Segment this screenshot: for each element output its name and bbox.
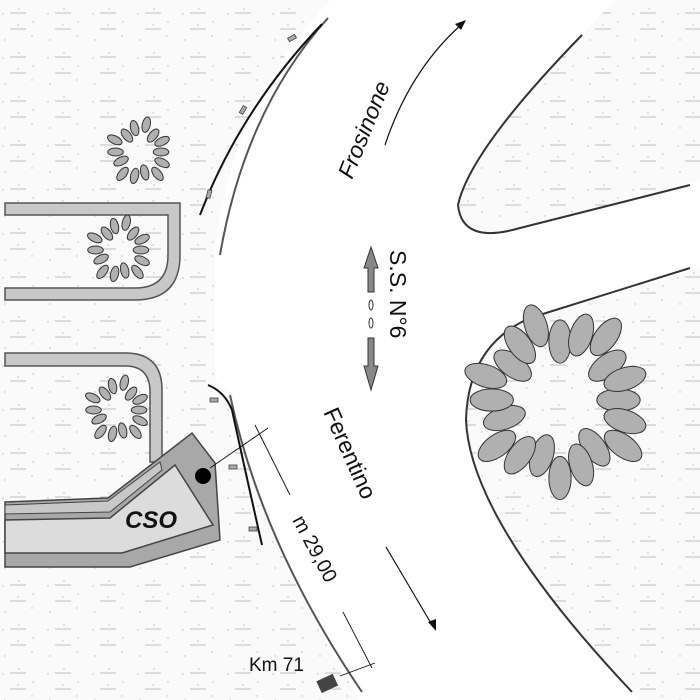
tree-icon [464,304,647,501]
tree-icon [107,116,170,185]
road-surface [215,0,700,700]
km-marker-icon [316,673,339,694]
parking-bay-upper [4,202,181,301]
distance-dimension [209,424,376,677]
cso-label: CSO [125,507,177,534]
two-way-arrow-icon [363,245,379,392]
road-edge-lower-left [229,394,363,693]
bollards [205,33,298,532]
direction-arrow-north [384,20,466,146]
tree-icon [85,374,148,443]
curb-upper-left [199,23,323,216]
direction-arrow-south [385,546,436,631]
road-edge-upper-right [456,34,691,235]
cso-building: CSO [4,431,221,568]
trees [85,116,647,501]
road-edge-lower-right [464,267,691,693]
road-edge-upper-left [219,17,329,256]
tree-icon [87,214,150,283]
km-marker-label: Km 71 [249,655,304,676]
road-name-label: S.S. N°6 [385,250,411,338]
fuel-point-icon [195,468,211,484]
curb-lower-left [207,384,263,546]
